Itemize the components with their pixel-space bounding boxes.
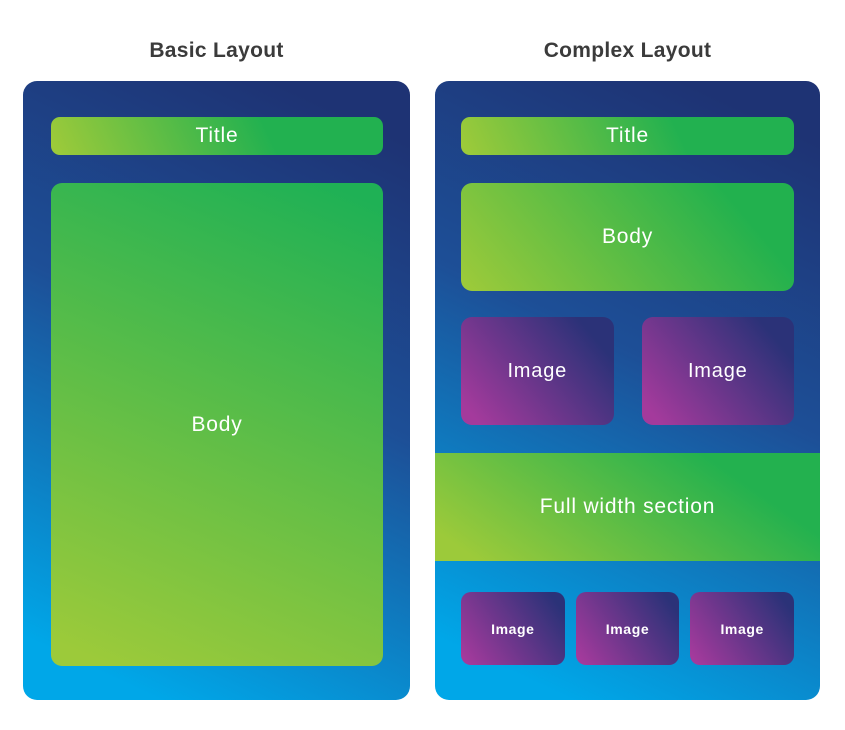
- basic-layout-panel: Title Body: [23, 81, 410, 700]
- basic-layout-heading: Basic Layout: [149, 39, 284, 62]
- complex-image-row: Image Image: [461, 317, 794, 425]
- complex-bottom-image-row: Image Image Image: [461, 592, 795, 665]
- complex-body-block: Body: [461, 183, 794, 291]
- image-block-small: Image: [461, 592, 565, 665]
- basic-layout-column: Basic Layout Title Body: [23, 0, 410, 730]
- basic-body-block: Body: [51, 183, 383, 666]
- image-block: Image: [461, 317, 614, 425]
- image-block: Image: [641, 317, 794, 425]
- image-block-small: Image: [575, 592, 680, 665]
- complex-layout-panel: Title Body Image Image Full width sectio…: [435, 81, 820, 700]
- full-width-section: Full width section: [435, 453, 820, 561]
- image-block-small: Image: [690, 592, 795, 665]
- complex-layout-column: Complex Layout Title Body Image Image Fu…: [435, 0, 820, 730]
- basic-title-bar: Title: [51, 117, 383, 155]
- complex-layout-heading: Complex Layout: [543, 39, 712, 62]
- complex-title-bar: Title: [461, 117, 794, 155]
